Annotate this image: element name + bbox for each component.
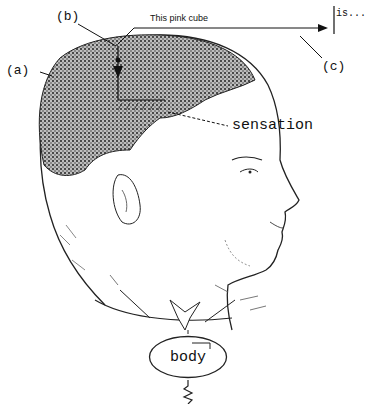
ear [113,175,140,224]
body-ellipse: body [148,335,228,379]
tie [170,300,200,330]
squiggle [184,380,192,404]
callout-letter: (a) [6,64,29,78]
leader-line [168,112,228,126]
annotation: This pink cube [150,14,208,24]
leader-line [300,36,322,58]
hair [39,35,255,176]
annotation: is... [336,8,366,19]
leader-line [78,24,116,46]
bracket [333,6,334,34]
hatch [118,103,162,110]
head-outline [40,35,299,330]
annotation: sensation [232,118,313,135]
pointer-line [134,28,326,29]
brow [232,157,262,160]
callout-letter: (b) [56,10,79,24]
leader-line [40,72,52,76]
callout-letter: (c) [322,60,345,74]
node-text: body [170,350,206,367]
